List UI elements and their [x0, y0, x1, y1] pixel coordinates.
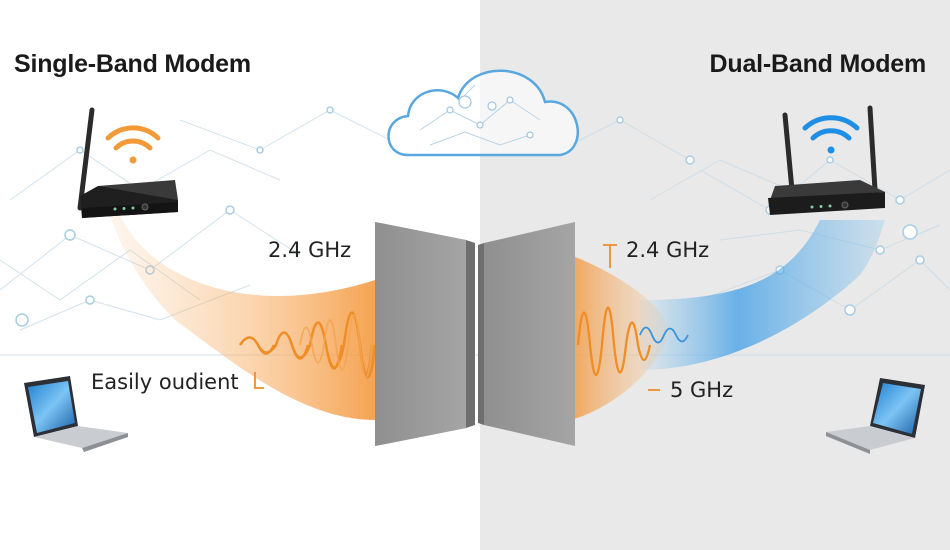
left-signal-beam: [110, 215, 375, 420]
wifi-icon-right: [802, 115, 860, 154]
wifi-icon-left: [105, 125, 161, 164]
dual-band-title: Dual-Band Modem: [709, 50, 927, 78]
wall-left: [375, 222, 475, 446]
left-24ghz-label: 2.4 GHz: [268, 238, 352, 262]
laptop-icon-right: [826, 378, 925, 454]
right-5ghz-label: 5 GHz: [670, 378, 734, 402]
left-24ghz-wave: [238, 311, 377, 379]
right-5ghz-beam: [640, 220, 885, 370]
router-icon-left: [77, 107, 178, 218]
right-5ghz-wave: [639, 326, 689, 344]
left-24ghz-wave-2: [299, 314, 373, 379]
label-markers: [254, 244, 660, 391]
right-24ghz-label: 2.4 GHz: [626, 238, 710, 262]
laptop-icon-left: [24, 376, 128, 452]
right-24ghz-beam: [570, 255, 670, 420]
wall-right: [478, 222, 575, 446]
single-band-title: Single-Band Modem: [14, 50, 251, 78]
cloud-icon: [387, 69, 579, 157]
router-icon-right: [768, 105, 885, 215]
right-24ghz-wave: [576, 306, 652, 377]
left-device-label: Easily oudient: [91, 370, 239, 394]
